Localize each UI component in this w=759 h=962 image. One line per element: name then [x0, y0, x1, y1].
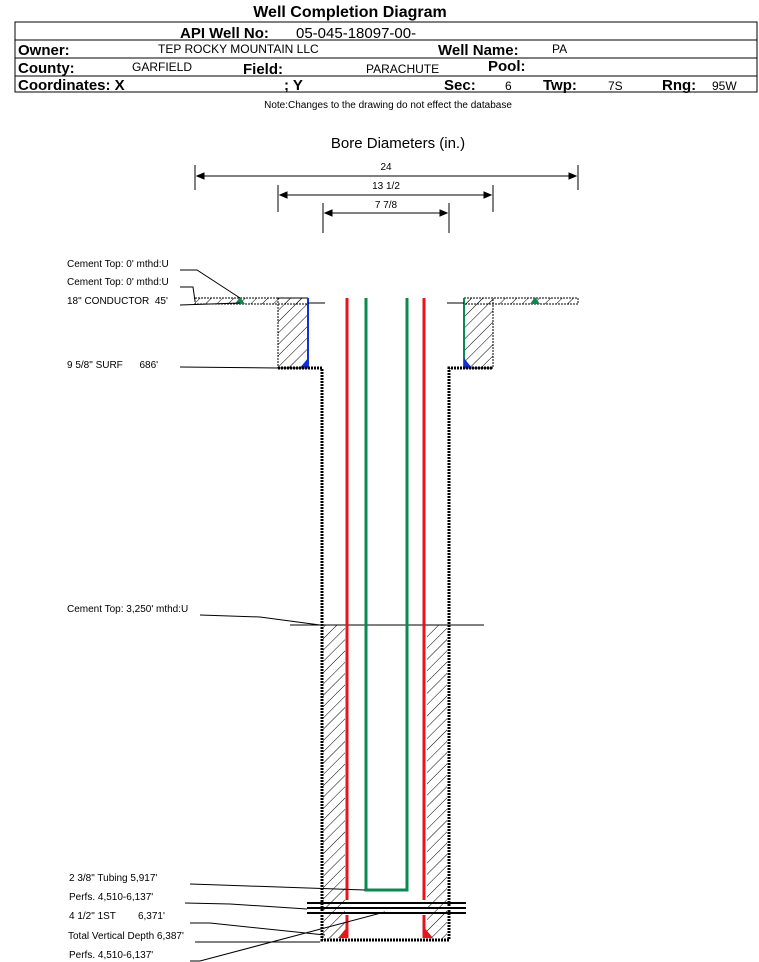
field-label: Field: — [243, 61, 283, 78]
label-tubing: 2 3/8" Tubing 5,917' — [69, 873, 157, 884]
dim-24: 24 — [380, 162, 392, 173]
api-label: API Well No: — [180, 25, 269, 42]
dim-7-7-8: 7 7/8 — [375, 200, 398, 211]
sec-value: 6 — [505, 79, 512, 93]
field-value: PARACHUTE — [366, 62, 439, 76]
cement-right — [427, 625, 447, 939]
note: Note:Changes to the drawing do not effec… — [264, 100, 512, 111]
api-value: 05-045-18097-00- — [296, 25, 416, 42]
bore-dimensions — [194, 165, 579, 233]
surface-casing — [278, 366, 493, 942]
county-value: GARFIELD — [132, 60, 192, 74]
label-surface: 9 5/8" SURF 686' — [67, 360, 158, 371]
coords-y-label: ; Y — [284, 77, 303, 94]
conductor-casing — [194, 297, 579, 369]
page-title: Well Completion Diagram — [253, 4, 447, 21]
rng-label: Rng: — [662, 77, 696, 94]
label-cement-top-2: Cement Top: 0' mthd:U — [67, 277, 169, 288]
twp-label: Twp: — [543, 77, 577, 94]
label-cement-top-1: Cement Top: 0' mthd:U — [67, 259, 169, 270]
pool-label: Pool: — [488, 58, 526, 75]
owner-label: Owner: — [18, 42, 70, 59]
coords-x-label: Coordinates: X — [18, 77, 125, 94]
perforations — [307, 902, 466, 914]
tubing — [364, 298, 409, 892]
well-name-value: PA — [552, 42, 567, 56]
dim-13-1-2: 13 1/2 — [372, 181, 400, 192]
cement-left — [323, 625, 345, 939]
label-conductor: 18" CONDUCTOR 45' — [67, 296, 168, 307]
bore-title: Bore Diameters (in.) — [331, 135, 465, 152]
county-label: County: — [18, 60, 75, 77]
label-production: 4 1/2" 1ST 6,371' — [69, 911, 165, 922]
leader-lines — [179, 269, 386, 962]
header-table: API Well No: 05-045-18097-00- Owner: TEP… — [14, 21, 758, 94]
annotation-labels: Cement Top: 0' mthd:U Cement Top: 0' mth… — [67, 259, 188, 961]
sec-label: Sec: — [444, 77, 476, 94]
label-perfs-2: Perfs. 4,510-6,137' — [69, 950, 153, 961]
label-perfs-1: Perfs. 4,510-6,137' — [69, 892, 153, 903]
twp-value: 7S — [608, 79, 623, 93]
production-casing — [338, 298, 433, 938]
label-cement-top-3: Cement Top: 3,250' mthd:U — [67, 604, 188, 615]
well-name-label: Well Name: — [438, 42, 519, 59]
label-tvd: Total Vertical Depth 6,387' — [68, 931, 184, 942]
rng-value: 95W — [712, 79, 737, 93]
owner-value: TEP ROCKY MOUNTAIN LLC — [158, 42, 319, 56]
